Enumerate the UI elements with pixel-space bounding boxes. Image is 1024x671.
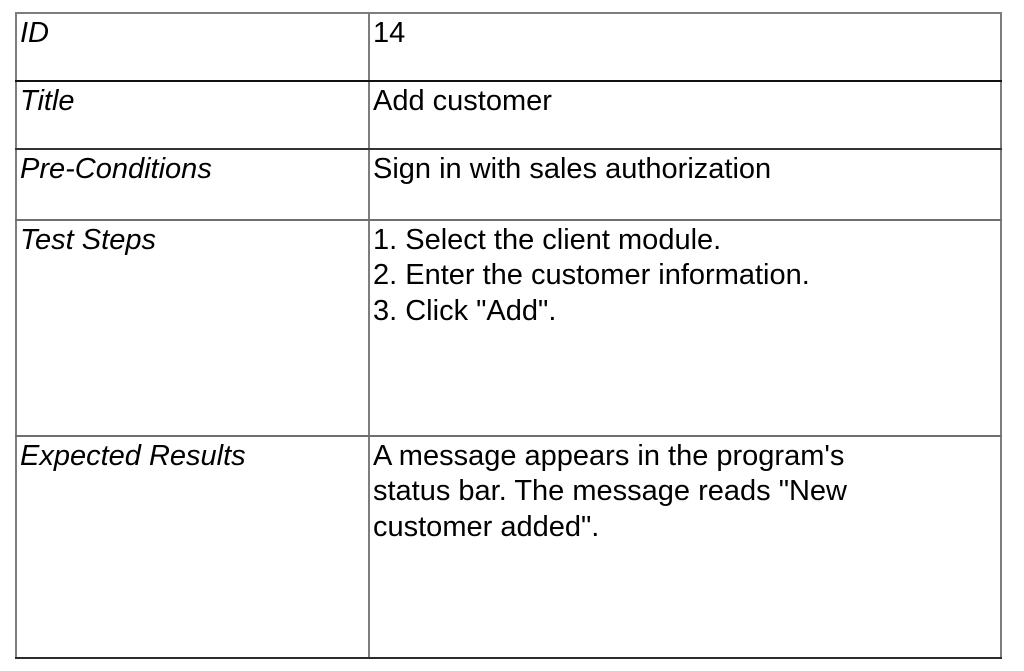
- value-line: Add customer: [373, 85, 552, 117]
- value-line: Sign in with sales authorization: [373, 153, 772, 185]
- table-row: Pre-Conditions Sign in with sales author…: [15, 148, 1002, 221]
- field-label-id: ID: [15, 12, 370, 82]
- field-value-test-steps: 1. Select the client module. 2. Enter th…: [368, 219, 1002, 437]
- table-row: Expected Results A message appears in th…: [15, 435, 1002, 659]
- table-row: Test Steps 1. Select the client module. …: [15, 219, 1002, 437]
- field-value-title: Add customer: [368, 80, 1002, 150]
- table-row: Title Add customer: [15, 80, 1002, 150]
- field-label-pre-conditions: Pre-Conditions: [15, 148, 370, 221]
- field-label-test-steps: Test Steps: [15, 219, 370, 437]
- expected-result-line: customer added".: [373, 510, 600, 543]
- field-label-expected-results: Expected Results: [15, 435, 370, 659]
- field-label-title: Title: [15, 80, 370, 150]
- test-step-line: 3. Click "Add".: [373, 294, 557, 327]
- test-step-line: 1. Select the client module.: [373, 224, 722, 256]
- test-case-table: ID 14 Title Add customer Pre-Conditions …: [15, 12, 1002, 659]
- table-row: ID 14: [15, 12, 1002, 82]
- expected-result-line: A message appears in the program's: [373, 440, 845, 472]
- value-line: 14: [373, 17, 406, 49]
- field-value-pre-conditions: Sign in with sales authorization: [368, 148, 1002, 221]
- expected-result-line: status bar. The message reads "New: [373, 475, 847, 508]
- field-value-expected-results: A message appears in the program's statu…: [368, 435, 1002, 659]
- field-value-id: 14: [368, 12, 1002, 82]
- test-step-line: 2. Enter the customer information.: [373, 259, 810, 292]
